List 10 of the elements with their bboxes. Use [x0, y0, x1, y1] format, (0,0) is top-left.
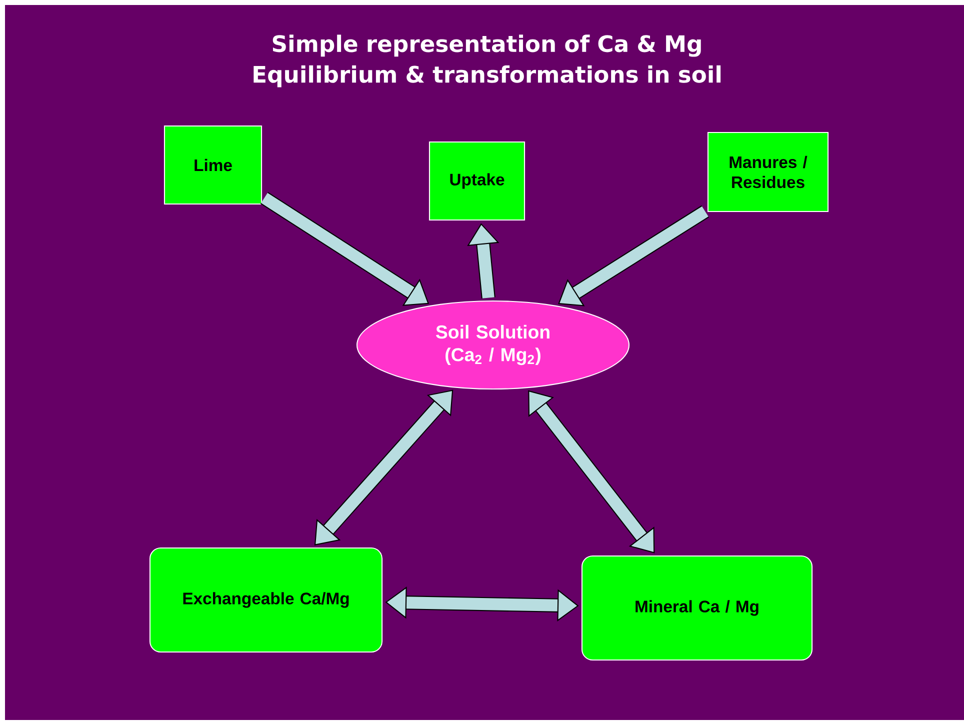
ellipse-node: Soil Solution (Ca$_{2}$ / Mg$_{2}$): [356, 300, 630, 390]
block-arrow: [528, 390, 655, 554]
block-arrow: [260, 192, 429, 306]
square-box: Lime: [164, 125, 262, 205]
square-box: Uptake: [428, 141, 526, 221]
rounded-box: Exchangeable Ca/Mg: [149, 547, 383, 653]
square-box: Manures / Residues: [707, 132, 829, 212]
title: Simple representation of Ca & Mg Equilibrium & transformations in soil: [254, 34, 721, 88]
rounded-box: Mineral Ca / Mg: [581, 555, 813, 661]
block-arrow: [558, 205, 709, 306]
